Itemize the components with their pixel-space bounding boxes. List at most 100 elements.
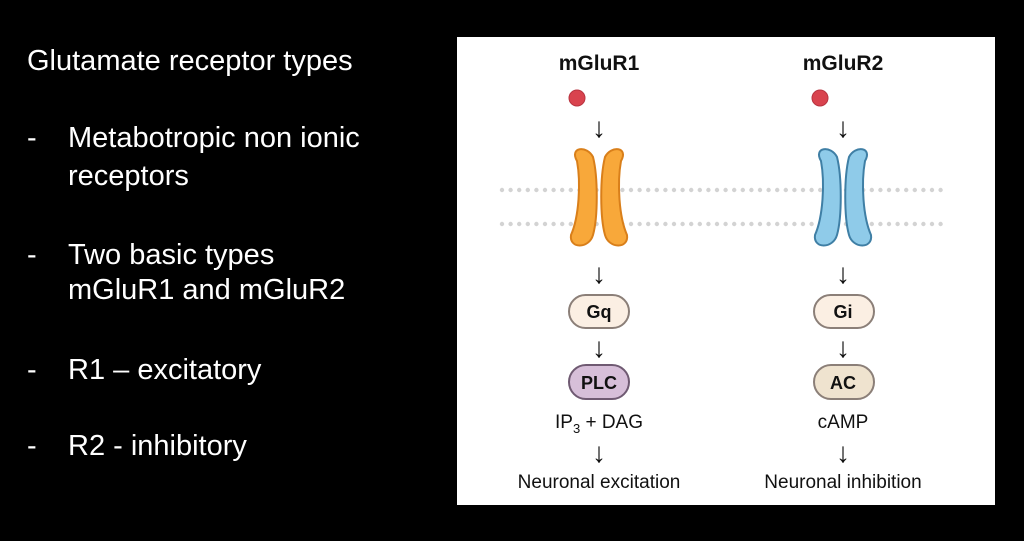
membrane-dot <box>654 221 659 227</box>
second-messenger-label: IP3 + DAG <box>555 412 643 436</box>
arrow-down-icon: ↓ <box>592 258 606 289</box>
membrane-dot <box>749 187 754 193</box>
membrane-dot <box>697 187 702 193</box>
cell-membrane <box>499 187 943 227</box>
slide-text: Glutamate receptor types - Metabotropic … <box>0 0 450 541</box>
membrane-dot <box>792 187 797 193</box>
bullet-dash: - <box>27 354 37 386</box>
membrane-dot <box>775 221 780 227</box>
bullet-dash: - <box>27 430 37 462</box>
arrow-down-icon: ↓ <box>836 112 850 143</box>
membrane-dot <box>818 187 823 193</box>
membrane-dot <box>792 221 797 227</box>
membrane-dot <box>723 187 728 193</box>
membrane-dot <box>525 187 530 193</box>
membrane-dot <box>628 221 634 227</box>
membrane-dot <box>714 187 720 193</box>
membrane-dot <box>938 187 943 193</box>
membrane-dot <box>680 221 685 227</box>
membrane-dot <box>895 187 900 193</box>
membrane-dot <box>809 187 814 193</box>
bullet-dash: - <box>27 239 37 271</box>
outcome-label: Neuronal inhibition <box>764 472 921 493</box>
receptor-label: mGluR1 <box>559 52 640 75</box>
outcome-label: Neuronal excitation <box>518 472 681 493</box>
membrane-dot <box>757 187 763 193</box>
membrane-dot <box>560 221 565 227</box>
membrane-dot <box>517 221 522 227</box>
membrane-dot <box>886 221 892 227</box>
membrane-dot <box>663 187 668 193</box>
membrane-dot <box>904 221 909 227</box>
glutamate-ligand-icon <box>811 89 829 107</box>
membrane-dot <box>912 221 917 227</box>
arrow-down-icon: ↓ <box>592 437 606 468</box>
bullet-dash: - <box>27 122 37 154</box>
arrow-down-icon: ↓ <box>836 332 850 363</box>
g-protein-label: Gi <box>833 302 852 322</box>
membrane-dot <box>766 221 771 227</box>
membrane-dot <box>921 221 926 227</box>
membrane-dot <box>646 187 651 193</box>
membrane-dot <box>757 221 763 227</box>
membrane-dot <box>775 187 780 193</box>
membrane-dot <box>800 187 806 193</box>
membrane-dot <box>517 187 522 193</box>
membrane-dot <box>542 187 548 193</box>
membrane-dot <box>749 221 754 227</box>
gi-protein-pill <box>813 294 875 329</box>
membrane-dot <box>878 221 883 227</box>
membrane-dot <box>542 221 548 227</box>
membrane-dot <box>628 187 634 193</box>
membrane-dot <box>689 221 694 227</box>
membrane-dot <box>706 187 711 193</box>
membrane-dot <box>895 221 900 227</box>
membrane-dot <box>723 221 728 227</box>
slide-title: Glutamate receptor types <box>27 45 353 77</box>
pathway-mglur1: mGluR1 ↓ ↓ Gq ↓ PLC IP3 + DAG ↓ Neuronal… <box>518 52 681 493</box>
membrane-dot <box>551 221 556 227</box>
glutamate-ligand-icon <box>568 89 586 107</box>
membrane-dot <box>620 187 625 193</box>
membrane-dot <box>499 221 505 227</box>
effector-label: AC <box>830 373 856 393</box>
membrane-dot <box>525 221 530 227</box>
arrow-down-icon: ↓ <box>836 437 850 468</box>
membrane-dot <box>689 187 694 193</box>
receptor-subunit-left <box>813 148 842 247</box>
membrane-dot <box>671 187 677 193</box>
membrane-dot <box>929 187 935 193</box>
membrane-dot <box>637 187 642 193</box>
membrane-dot <box>904 187 909 193</box>
membrane-dot <box>654 187 659 193</box>
plc-effector-pill <box>568 364 630 400</box>
mglur1-receptor-icon <box>569 148 629 247</box>
arrow-down-icon: ↓ <box>592 112 606 143</box>
membrane-dot <box>921 187 926 193</box>
membrane-dot <box>714 221 720 227</box>
receptor-subunit-right <box>844 148 873 247</box>
membrane-dot <box>637 221 642 227</box>
arrow-down-icon: ↓ <box>836 258 850 289</box>
g-protein-label: Gq <box>587 302 612 322</box>
bullet-line: mGluR1 and mGluR2 <box>68 274 346 306</box>
receptor-label: mGluR2 <box>803 52 884 75</box>
bullet-line: receptors <box>68 160 189 192</box>
membrane-dot <box>878 187 883 193</box>
ac-effector-pill <box>813 364 875 400</box>
diagram-canvas: mGluR1 ↓ ↓ Gq ↓ PLC IP3 + DAG ↓ Neuronal… <box>499 52 943 493</box>
membrane-dot <box>766 187 771 193</box>
mglur2-receptor-icon <box>813 148 873 247</box>
membrane-dot <box>783 221 788 227</box>
membrane-dot <box>663 221 668 227</box>
bullet-line: Metabotropic non ionic <box>68 122 360 154</box>
membrane-dot <box>568 221 573 227</box>
membrane-dot <box>680 187 685 193</box>
membrane-dot <box>706 221 711 227</box>
membrane-dot <box>646 221 651 227</box>
membrane-dot <box>568 187 573 193</box>
membrane-dot <box>938 221 943 227</box>
membrane-dot <box>508 187 513 193</box>
bullet-line: R2 - inhibitory <box>68 430 247 462</box>
effector-label: PLC <box>581 373 617 393</box>
